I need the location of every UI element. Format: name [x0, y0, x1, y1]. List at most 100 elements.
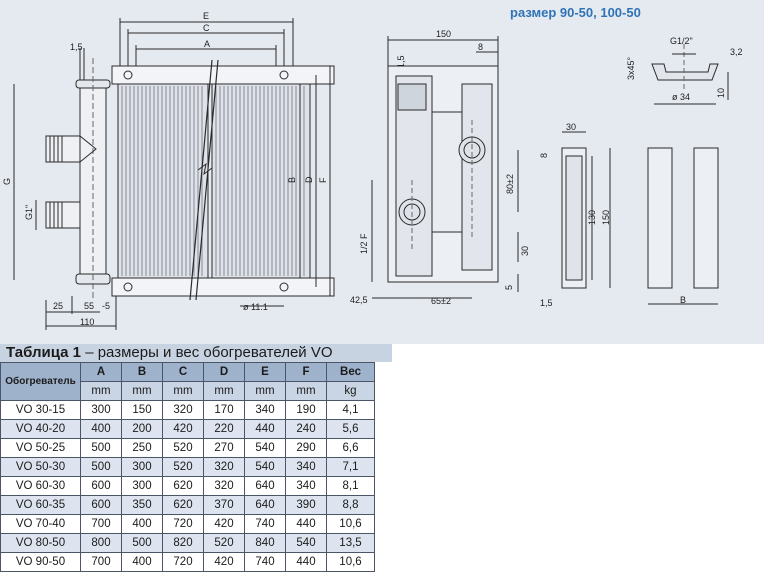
value-cell: 170 — [203, 400, 245, 420]
unit-cell: mm — [162, 381, 204, 401]
dim-150: 150 — [436, 29, 451, 39]
dim-55: 55 — [84, 301, 94, 311]
dim-3x45: 3x45° — [626, 56, 636, 80]
dim-C: C — [203, 23, 210, 33]
dim-3-2: 3,2 — [730, 47, 743, 57]
header-E: E — [244, 362, 286, 382]
value-cell: 10,6 — [326, 552, 375, 572]
value-cell: 740 — [244, 552, 286, 572]
dim-8-b: 8 — [539, 153, 549, 158]
dim-25: 25 — [53, 301, 63, 311]
value-cell: 13,5 — [326, 533, 375, 553]
dim-30-b: 30 — [566, 122, 576, 132]
dim-B: B — [287, 177, 297, 183]
value-cell: 700 — [80, 514, 122, 534]
dim-110: 110 — [80, 317, 94, 327]
value-cell: 320 — [203, 476, 245, 496]
model-cell: VO 30-15 — [0, 400, 81, 420]
value-cell: 540 — [285, 533, 327, 553]
side-view: 150 8 1,5 80±2 30 5 1/2 F 42,5 65±2 — [350, 29, 530, 306]
value-cell: 10,6 — [326, 514, 375, 534]
header-C: C — [162, 362, 204, 382]
value-cell: 340 — [285, 457, 327, 477]
dim-G1: G1" — [24, 205, 34, 220]
value-cell: 640 — [244, 495, 286, 515]
value-cell: 500 — [80, 457, 122, 477]
dimensions-table: Обогреватель A B C D E F Вес mm mm mm mm… — [0, 362, 375, 572]
value-cell: 640 — [244, 476, 286, 496]
technical-drawing: E C A — [0, 0, 764, 344]
model-cell: VO 60-35 — [0, 495, 81, 515]
value-cell: 520 — [203, 533, 245, 553]
value-cell: 500 — [121, 533, 163, 553]
model-cell: VO 50-30 — [0, 457, 81, 477]
value-cell: 420 — [162, 419, 204, 439]
dim-5: 5 — [504, 285, 514, 290]
value-cell: 720 — [162, 514, 204, 534]
unit-cell: mm — [80, 381, 122, 401]
value-cell: 250 — [121, 438, 163, 458]
value-cell: 520 — [162, 438, 204, 458]
dim-1-5-a: 1,5 — [70, 42, 83, 52]
dim-hole: ø 11.1 — [243, 302, 268, 312]
value-cell: 150 — [121, 400, 163, 420]
value-cell: 190 — [285, 400, 327, 420]
value-cell: 840 — [244, 533, 286, 553]
unit-cell: mm — [121, 381, 163, 401]
value-cell: 820 — [162, 533, 204, 553]
unit-cell: kg — [326, 381, 375, 401]
value-cell: 320 — [203, 457, 245, 477]
value-cell: 4,1 — [326, 400, 375, 420]
end-views: 30 8 130 150 1,5 B G1/2" 3,2 3x45° 10 ø … — [539, 36, 743, 308]
value-cell: 620 — [162, 476, 204, 496]
value-cell: 420 — [203, 552, 245, 572]
value-cell: 7,1 — [326, 457, 375, 477]
fins-left — [121, 86, 203, 276]
dim-1-5-c: 1,5 — [540, 298, 553, 308]
table-caption: Таблица 1 – размеры и вес обогревателей … — [0, 344, 392, 362]
value-cell: 540 — [244, 457, 286, 477]
value-cell: 400 — [121, 552, 163, 572]
caption-text: – размеры и вес обогревателей VO — [81, 344, 333, 361]
dim-42-5: 42,5 — [350, 295, 368, 305]
header-B: B — [121, 362, 163, 382]
value-cell: 8,1 — [326, 476, 375, 496]
model-cell: VO 90-50 — [0, 552, 81, 572]
value-cell: 440 — [285, 514, 327, 534]
value-cell: 700 — [80, 552, 122, 572]
value-cell: 340 — [244, 400, 286, 420]
value-cell: 370 — [203, 495, 245, 515]
dim-80: 80±2 — [505, 174, 515, 194]
value-cell: 300 — [121, 476, 163, 496]
dim-D: D — [304, 176, 314, 183]
model-cell: VO 40-20 — [0, 419, 81, 439]
value-cell: 320 — [162, 400, 204, 420]
caption-bold: Таблица 1 — [6, 344, 82, 361]
value-cell: 620 — [162, 495, 204, 515]
dim-150-b: 150 — [601, 210, 611, 225]
dim-minus5: -5 — [102, 301, 110, 311]
unit-cell: mm — [244, 381, 286, 401]
dim-E: E — [203, 11, 209, 21]
value-cell: 270 — [203, 438, 245, 458]
front-view: E C A — [2, 11, 335, 330]
value-cell: 600 — [80, 476, 122, 496]
value-cell: 290 — [285, 438, 327, 458]
value-cell: 540 — [244, 438, 286, 458]
value-cell: 8,8 — [326, 495, 375, 515]
model-cell: VO 80-50 — [0, 533, 81, 553]
value-cell: 440 — [285, 552, 327, 572]
value-cell: 340 — [285, 476, 327, 496]
dim-30: 30 — [520, 246, 530, 256]
dim-G1-2: G1/2" — [670, 36, 693, 46]
model-cell: VO 60-30 — [0, 476, 81, 496]
value-cell: 600 — [80, 495, 122, 515]
value-cell: 800 — [80, 533, 122, 553]
